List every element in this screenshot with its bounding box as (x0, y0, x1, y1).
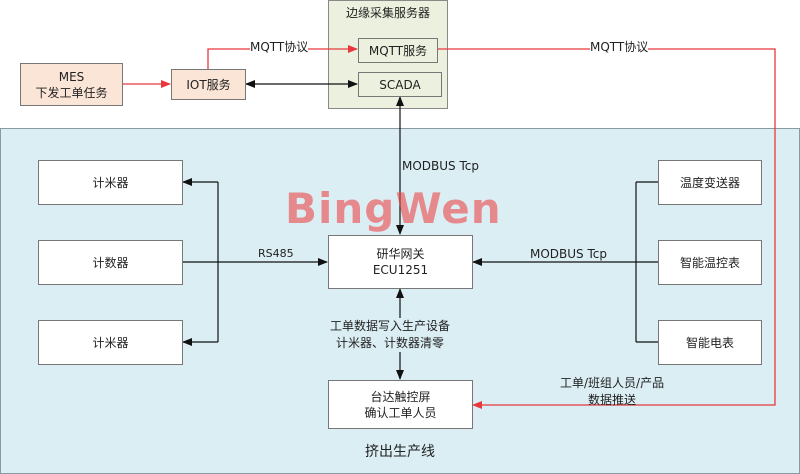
edge-server-title: 边缘采集服务器 (345, 6, 430, 20)
right-device-1: 温度变送器 (658, 160, 762, 205)
touch-screen-box: 台达触控屏确认工单人员 (328, 380, 473, 429)
gateway-model: ECU1251 (372, 263, 429, 277)
left-device-3: 计米器 (38, 320, 183, 365)
left-device-label: 计数器 (92, 255, 129, 270)
rs485-label: RS485 (258, 247, 294, 260)
left-device-label: 计米器 (92, 175, 129, 190)
scada-label: SCADA (379, 77, 421, 92)
right-device-3: 智能电表 (658, 320, 762, 365)
modbus-right-label: MODBUS Tcp (530, 247, 607, 261)
gateway-box: 研华网关 ECU1251 (328, 235, 473, 289)
left-device-1: 计米器 (38, 160, 183, 205)
mqtt-service-label: MQTT服务 (368, 43, 428, 58)
write-line1: 工单数据写入生产设备 (330, 319, 451, 333)
iot-service-box: IOT服务 (171, 69, 246, 100)
left-device-2: 计数器 (38, 240, 183, 285)
push-line2: 数据推送 (588, 393, 637, 407)
scada-box: SCADA (358, 72, 442, 97)
write-data-label: 工单数据写入生产设备计米器、计数器清零 (330, 318, 451, 352)
right-device-label: 温度变送器 (679, 175, 740, 190)
push-line1: 工单/班组人员/产品 (560, 376, 665, 390)
right-device-label: 智能电表 (685, 335, 734, 350)
left-device-label: 计米器 (92, 335, 129, 350)
push-data-label: 工单/班组人员/产品数据推送 (560, 375, 664, 409)
right-device-2: 智能温控表 (658, 240, 762, 285)
touch-function: 确认工单人员 (364, 405, 437, 420)
gateway-name: 研华网关 (376, 247, 425, 261)
right-device-label: 智能温控表 (679, 255, 740, 270)
mqtt-protocol-left-label: MQTT协议 (250, 39, 309, 56)
iot-label: IOT服务 (186, 77, 231, 92)
mes-label: MES (58, 69, 85, 84)
write-line2: 计米器、计数器清零 (336, 336, 445, 350)
mes-task-label: 下发工单任务 (35, 85, 108, 100)
modbus-top-label: MODBUS Tcp (402, 158, 479, 175)
mqtt-protocol-right-label: MQTT协议 (590, 39, 649, 56)
area-title: 挤出生产线 (365, 444, 435, 460)
touch-name: 台达触控屏 (370, 389, 431, 404)
mqtt-service-box: MQTT服务 (358, 38, 438, 63)
